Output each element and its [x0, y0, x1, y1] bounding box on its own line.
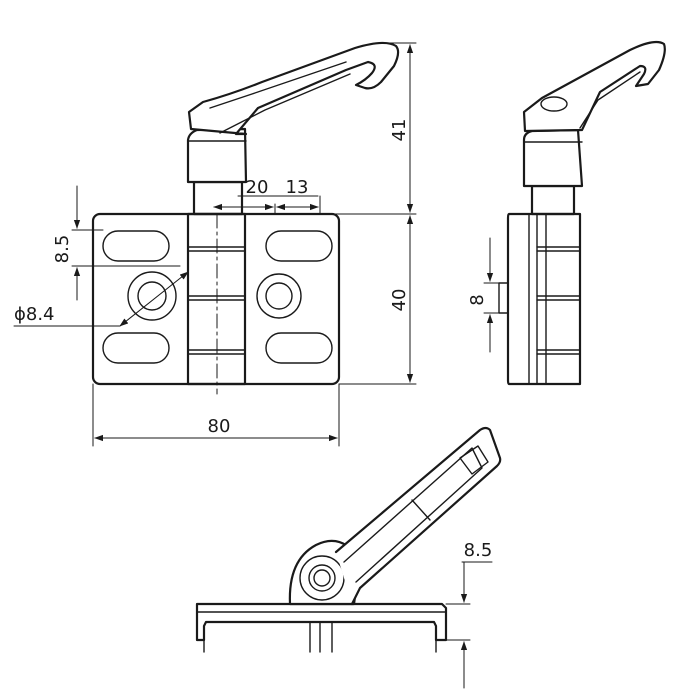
side-handle-hole: [540, 96, 568, 112]
hole-left-outer: [127, 271, 177, 321]
dim-label-80: 80: [208, 416, 231, 437]
dim-line-diameter: [119, 271, 189, 327]
lever-handle-inner: [209, 61, 347, 109]
front-view: [91, 41, 400, 395]
side-handle-inner: [579, 71, 641, 129]
front-base-plate: [91, 212, 341, 386]
dim-label-20: 20: [246, 177, 269, 198]
side-lever-handle: [522, 40, 666, 133]
lever-handle-inner: [219, 73, 351, 134]
dim-label-8-5-left: 8.5: [52, 235, 73, 264]
hole-right-inner: [265, 282, 293, 310]
hole-left-inner: [137, 281, 167, 311]
lever-stem: [192, 180, 244, 216]
dim-label-41: 41: [389, 119, 410, 142]
front-dimensions: 41 40 20 13 8.5 ϕ8.4 80: [13, 42, 417, 447]
dim-label-40: 40: [389, 289, 410, 312]
bottom-base-plate: [195, 602, 448, 642]
side-view: [498, 40, 666, 386]
bottom-view: [195, 426, 502, 653]
bottom-dimensions: 8.5: [445, 540, 493, 689]
bottom-lever-tip: [459, 445, 489, 475]
slot-bottom-right: [265, 332, 333, 364]
side-dimensions: 8: [467, 237, 509, 353]
bottom-lever-arm: [334, 426, 502, 606]
side-plate: [506, 212, 582, 386]
slot-top-left: [102, 230, 170, 262]
bottom-lever-inner: [343, 447, 483, 583]
lever-handle: [187, 41, 400, 136]
slot-top-right: [265, 230, 333, 262]
dim-label-8: 8: [467, 294, 488, 305]
side-lever-stem: [530, 184, 576, 216]
slot-bottom-left: [102, 332, 170, 364]
bottom-lever-detail: [411, 499, 431, 521]
side-pin-stub: [498, 282, 509, 314]
hole-right-outer: [256, 273, 302, 319]
bottom-hinge-inner: [313, 569, 331, 587]
dim-label-8-5-bottom: 8.5: [464, 540, 493, 561]
dim-label-13: 13: [286, 177, 309, 198]
dim-label-diameter: ϕ8.4: [14, 304, 55, 325]
bottom-hinge-mid: [308, 564, 336, 592]
lever-hub: [186, 127, 248, 184]
side-lever-hub: [522, 128, 584, 188]
